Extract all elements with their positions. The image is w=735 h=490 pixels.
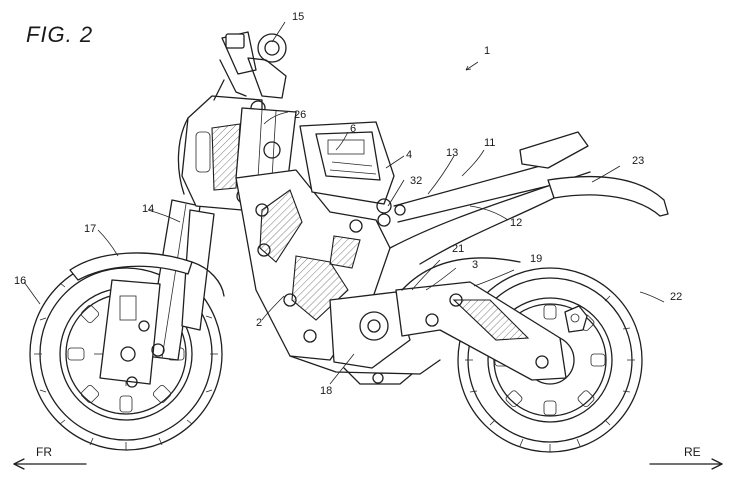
ref-label-3: 3 [472,259,479,271]
ref-label-11: 11 [484,137,496,149]
ref-label-23: 23 [632,155,645,167]
rear-subframe [389,149,591,265]
rear-direction-label: RE [684,445,701,459]
ref-label-32: 32 [410,175,423,187]
front-direction-label: FR [36,445,52,459]
ref-label-1: 1 [484,45,491,57]
leader-lines [23,21,665,385]
ref-label-12: 12 [510,217,523,229]
steering-head [235,107,297,179]
main-frame [235,169,441,385]
front-direction-arrow [13,458,87,470]
handlebar [213,31,287,101]
front-fork [99,199,215,388]
ref-label-21: 21 [452,243,465,255]
figure-title: FIG. 2 [26,22,94,47]
ref-label-18: 18 [320,385,333,397]
front-fender [69,252,225,297]
swingarm [395,257,567,381]
ref-label-16: 16 [14,275,27,287]
ref-label-19: 19 [530,253,543,265]
ref-label-13: 13 [446,147,459,159]
rear-direction-arrow [649,458,723,470]
ref-label-2: 2 [256,317,263,329]
ref-label-4: 4 [406,149,413,161]
battery-box [299,121,406,216]
ref-label-22: 22 [670,291,683,303]
ref-label-15: 15 [292,11,305,23]
seat [519,131,589,169]
ref-label-14: 14 [142,203,155,215]
rear-fender [547,176,669,217]
ref-label-6: 6 [350,123,357,135]
rear-wheel [457,267,643,453]
ref-label-17: 17 [84,223,97,235]
ref-label-26: 26 [294,109,307,121]
